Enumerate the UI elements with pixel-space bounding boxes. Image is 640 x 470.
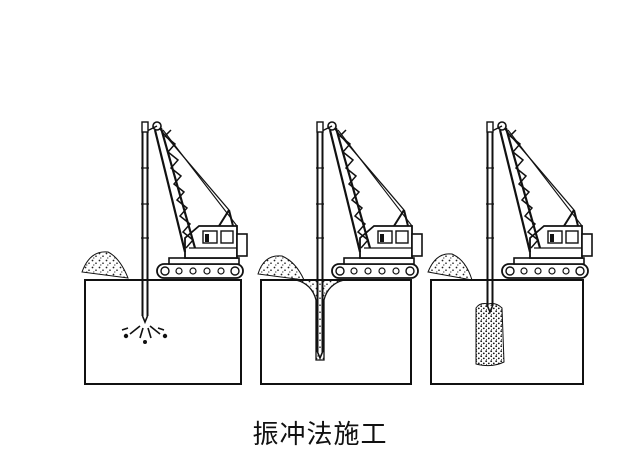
panel-1-penetration bbox=[81, 120, 249, 385]
stone-column bbox=[475, 303, 505, 367]
backfill-column bbox=[295, 279, 345, 361]
crane bbox=[314, 120, 424, 280]
ground-block bbox=[430, 279, 584, 385]
soil-pile bbox=[427, 253, 473, 281]
soil-pile bbox=[81, 251, 129, 279]
panel-3-compacted-column bbox=[427, 120, 594, 385]
ground-block bbox=[84, 279, 242, 385]
crane bbox=[139, 120, 249, 280]
figure-caption: 振冲法施工 bbox=[252, 420, 388, 450]
vibroflot bbox=[141, 264, 149, 325]
vibroflot bbox=[486, 264, 494, 315]
vibroflot bbox=[316, 264, 324, 361]
panel-2-backfill bbox=[257, 120, 424, 385]
water-jet-icon bbox=[121, 325, 168, 344]
crane bbox=[484, 120, 594, 280]
soil-pile bbox=[257, 255, 305, 281]
ground-block bbox=[260, 279, 412, 385]
